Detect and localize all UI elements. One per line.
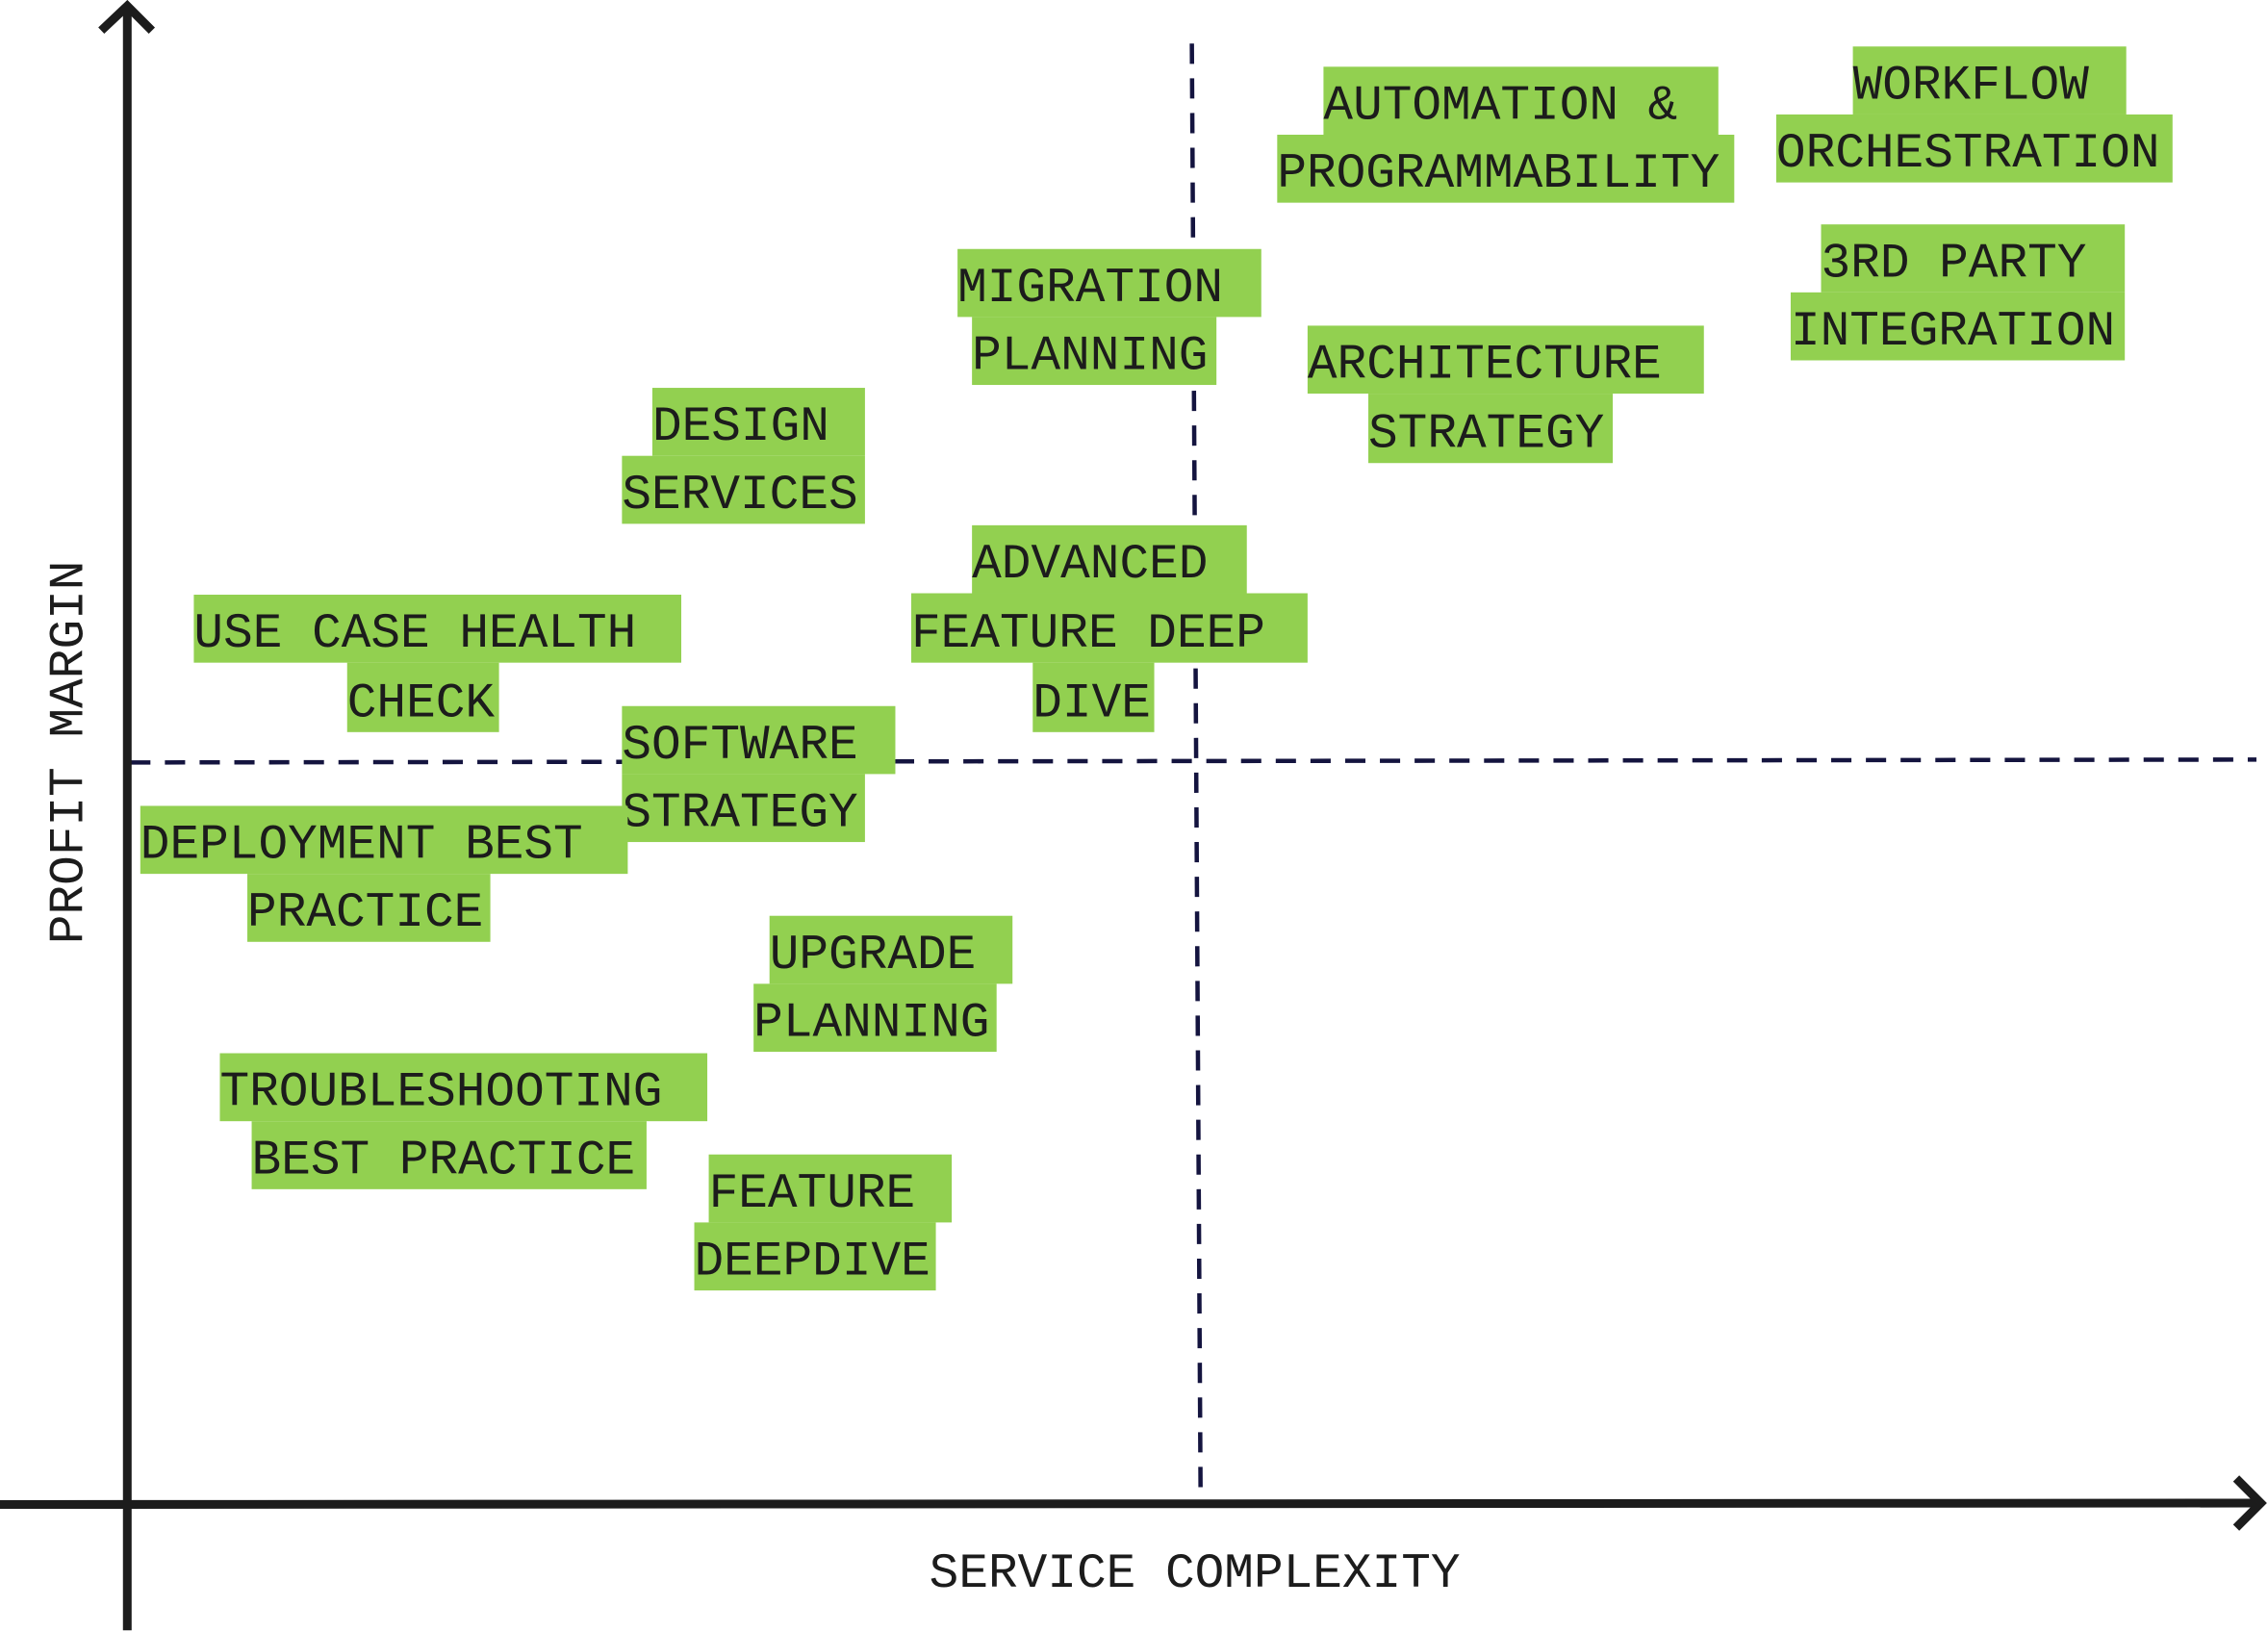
label-highlight: [1775, 114, 2173, 183]
label-highlight: [247, 874, 491, 942]
horizontal-divider: [130, 757, 2256, 765]
label-highlight: [346, 662, 499, 732]
item-label-line: UPGRADE: [770, 928, 977, 983]
label-highlight: [1821, 224, 2126, 293]
item-label-line: DESIGN: [652, 399, 829, 455]
item-label-line: TROUBLESHOOTING: [219, 1065, 662, 1121]
item-label-line: FEATURE DEEP: [911, 606, 1265, 662]
label-highlight: [1368, 394, 1614, 464]
x-axis: [0, 1498, 2258, 1510]
item-label-line: PROGRAMMABILITY: [1277, 146, 1720, 202]
label-highlight: [911, 593, 1308, 663]
item-design-services: DESIGN SERVICES: [622, 388, 865, 524]
item-use-case-health-check: USE CASE HEALTH CHECK: [193, 595, 682, 732]
item-3rd-party-integration: 3RD PARTY INTEGRATION: [1790, 224, 2126, 361]
item-architecture-strategy: ARCHITECTURE STRATEGY: [1307, 325, 1704, 464]
item-label-line: BEST PRACTICE: [252, 1133, 636, 1188]
item-software-strategy: SOFTWARE STRATEGY: [622, 705, 896, 843]
label-highlight: [622, 705, 896, 775]
item-label-line: SOFTWARE: [622, 718, 857, 774]
item-label-line: INTEGRATION: [1791, 304, 2115, 360]
label-highlight: [694, 1222, 936, 1291]
item-label-line: PLANNING: [972, 329, 1208, 385]
label-highlight: [1852, 46, 2127, 115]
item-deployment-best-practice: DEPLOYMENT BEST PRACTICE: [140, 805, 628, 942]
item-label-line: PLANNING: [753, 995, 989, 1051]
item-label-line: USE CASE HEALTH: [193, 606, 636, 662]
item-upgrade-planning: UPGRADE PLANNING: [753, 915, 1013, 1053]
item-label-line: DEEPDIVE: [695, 1235, 930, 1290]
label-highlight: [769, 915, 1013, 984]
item-label-line: ARCHITECTURE: [1308, 338, 1662, 394]
label-highlight: [193, 595, 682, 663]
label-highlight: [1307, 325, 1704, 395]
item-automation-programmability: AUTOMATION & PROGRAMMABILITY: [1277, 66, 1735, 203]
item-workflow-orchestration: WORKFLOW ORCHESTRATION: [1775, 46, 2173, 183]
item-label-line: FEATURE: [709, 1166, 916, 1222]
label-highlight: [708, 1154, 953, 1223]
x-axis-arrow-icon: [2232, 1475, 2267, 1531]
label-highlight: [753, 983, 997, 1053]
label-highlight: [972, 317, 1217, 386]
label-highlight: [651, 388, 865, 456]
label-highlight: [251, 1121, 647, 1189]
item-label-line: PRACTICE: [247, 885, 483, 941]
label-highlight: [219, 1053, 708, 1122]
item-label-line: AUTOMATION &: [1323, 78, 1677, 134]
item-label-line: STRATEGY: [622, 786, 857, 842]
y-axis-arrow-icon: [98, 0, 156, 35]
item-label-line: CHECK: [347, 676, 496, 731]
item-label-line: DIVE: [1032, 676, 1151, 731]
item-migration-planning: MIGRATION PLANNING: [957, 248, 1261, 386]
item-advanced-feature-deep-dive: ADVANCED FEATURE DEEP DIVE: [911, 524, 1308, 732]
item-feature-deepdive: FEATURE DEEPDIVE: [694, 1154, 953, 1291]
label-highlight: [1032, 662, 1155, 732]
item-label-line: DEPLOYMENT BEST: [140, 818, 583, 874]
item-label-line: STRATEGY: [1368, 407, 1604, 463]
label-highlight: [1277, 134, 1735, 203]
label-highlight: [1323, 66, 1719, 135]
label-highlight: [140, 805, 628, 875]
item-label-line: SERVICES: [622, 468, 857, 523]
item-label-line: ORCHESTRATION: [1776, 126, 2160, 182]
y-axis-label: PROFIT MARGIN: [42, 561, 98, 945]
item-label-line: ADVANCED: [972, 537, 1208, 593]
label-highlight: [972, 524, 1247, 594]
x-axis-label: SERVICE COMPLEXITY: [930, 1546, 1461, 1602]
item-label-line: MIGRATION: [957, 261, 1223, 317]
label-highlight: [1790, 292, 2126, 361]
label-highlight: [957, 248, 1261, 318]
item-label-line: 3RD PARTY: [1822, 236, 2087, 292]
label-highlight: [622, 455, 865, 524]
item-troubleshooting-best-practice: TROUBLESHOOTING BEST PRACTICE: [219, 1053, 708, 1189]
label-highlight: [622, 774, 865, 843]
item-label-line: WORKFLOW: [1853, 58, 2090, 114]
